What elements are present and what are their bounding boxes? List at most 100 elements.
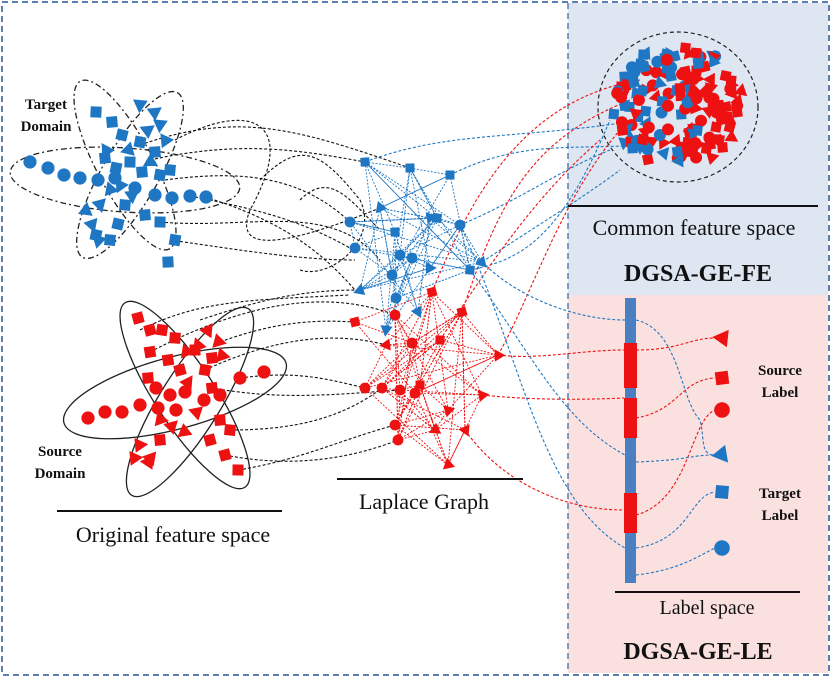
source-square-icon	[218, 448, 232, 462]
graph-edge	[459, 224, 483, 263]
graph-edge	[447, 354, 499, 411]
connection-curve	[224, 439, 399, 462]
source-circle-icon	[98, 405, 112, 419]
connection-curve	[237, 424, 396, 471]
source-domain-label-1: Source	[38, 444, 82, 460]
target-square-icon	[115, 128, 129, 142]
graph-edge	[364, 161, 396, 233]
source-label-triangle-icon	[712, 329, 729, 348]
common-space-circle-icon	[662, 123, 675, 136]
common-space-triangle-icon	[653, 75, 668, 89]
common-space-triangle-icon	[671, 153, 684, 168]
graph-edge	[364, 161, 411, 169]
source-square-icon	[198, 363, 212, 377]
source-triangle-icon	[212, 333, 227, 348]
graph-edge	[385, 231, 396, 331]
graph-node-triangle-icon	[353, 283, 366, 295]
graph-edge	[399, 389, 436, 431]
connection-curve	[239, 374, 366, 389]
common-space-circle-icon	[690, 151, 703, 164]
graph-node-square-icon	[390, 227, 400, 237]
common-feature-space-label: Common feature space	[593, 215, 796, 240]
connection-curve	[635, 454, 716, 463]
graph-edge	[394, 231, 397, 299]
common-space-square-icon	[636, 84, 649, 97]
source-circle-icon	[169, 403, 183, 417]
graph-node-square-icon	[435, 335, 445, 345]
connection-curve	[159, 220, 381, 261]
source-square-icon	[214, 414, 226, 426]
common-space-circle-icon	[650, 66, 663, 79]
source-circle-icon	[233, 371, 247, 385]
target-square-icon	[154, 216, 166, 228]
target-circle-icon	[73, 171, 87, 185]
target-circle-icon	[91, 173, 105, 187]
graph-node-triangle-icon	[425, 261, 437, 275]
graph-edge	[364, 342, 413, 389]
graph-edge	[399, 389, 483, 396]
target-square-icon	[124, 156, 136, 168]
common-space-square-icon	[636, 133, 649, 146]
connection-curve	[635, 409, 716, 516]
label-space-label: Label space	[660, 597, 755, 619]
source-triangle-icon	[188, 406, 203, 421]
graph-edge	[354, 321, 413, 344]
common-space-square-icon	[627, 143, 638, 154]
graph-edge	[354, 247, 393, 276]
common-space-triangle-icon	[629, 108, 643, 122]
graph-node-square-icon	[405, 163, 415, 173]
target-triangle-icon	[133, 99, 148, 114]
source-domain-label-2: Domain	[35, 466, 86, 482]
common-space-square-icon	[692, 57, 704, 70]
graph-edge	[395, 269, 471, 299]
common-space-square-icon	[661, 62, 673, 74]
le-panel	[568, 295, 828, 673]
graph-edge	[399, 291, 433, 391]
graph-edge	[409, 167, 471, 271]
source-circle-icon	[257, 365, 271, 379]
connection-curve	[211, 387, 401, 396]
graph-node-triangle-icon	[428, 422, 442, 434]
source-label-text-1: Source	[758, 363, 802, 379]
graph-edge	[411, 257, 471, 271]
target-domain-label-1: Target	[25, 97, 67, 113]
source-circle-icon	[133, 398, 147, 412]
graph-node-circle-icon	[359, 382, 371, 394]
common-space-square-icon	[665, 70, 677, 82]
graph-edge	[419, 384, 449, 411]
graph-edge	[399, 167, 411, 256]
source-square-icon	[155, 323, 169, 337]
common-space-triangle-icon	[702, 72, 715, 87]
source-triangle-icon	[199, 323, 213, 339]
graph-edge	[411, 342, 483, 396]
source-label-square-icon	[714, 370, 730, 386]
source-triangle-icon	[129, 451, 144, 466]
graph-node-circle-icon	[389, 309, 401, 321]
graph-edge	[364, 161, 461, 226]
target-square-icon	[104, 234, 116, 246]
graph-edge	[439, 339, 499, 356]
target-label-text-2: Label	[762, 508, 799, 524]
graph-edge	[409, 167, 451, 176]
graph-edge	[419, 291, 433, 386]
target-triangle-icon	[139, 125, 155, 139]
target-square-icon	[106, 116, 118, 128]
connection-curve	[149, 148, 366, 163]
graph-edge	[394, 424, 449, 466]
label-bar	[624, 298, 637, 583]
source-square-icon	[161, 353, 175, 367]
common-space-triangle-icon	[706, 151, 720, 166]
graph-edge	[397, 429, 436, 441]
connection-curve	[199, 289, 361, 321]
graph-node-square-icon	[456, 306, 468, 318]
graph-edge	[459, 224, 471, 271]
common-space-square-icon	[674, 83, 685, 94]
graph-node-square-icon	[360, 157, 370, 167]
common-space-triangle-icon	[645, 136, 659, 150]
common-space-triangle-icon	[724, 129, 739, 142]
common-space-circle-icon	[641, 143, 654, 156]
graph-edge	[395, 257, 413, 299]
target-domain-label-2: Domain	[21, 119, 72, 135]
connection-curve	[431, 79, 641, 293]
